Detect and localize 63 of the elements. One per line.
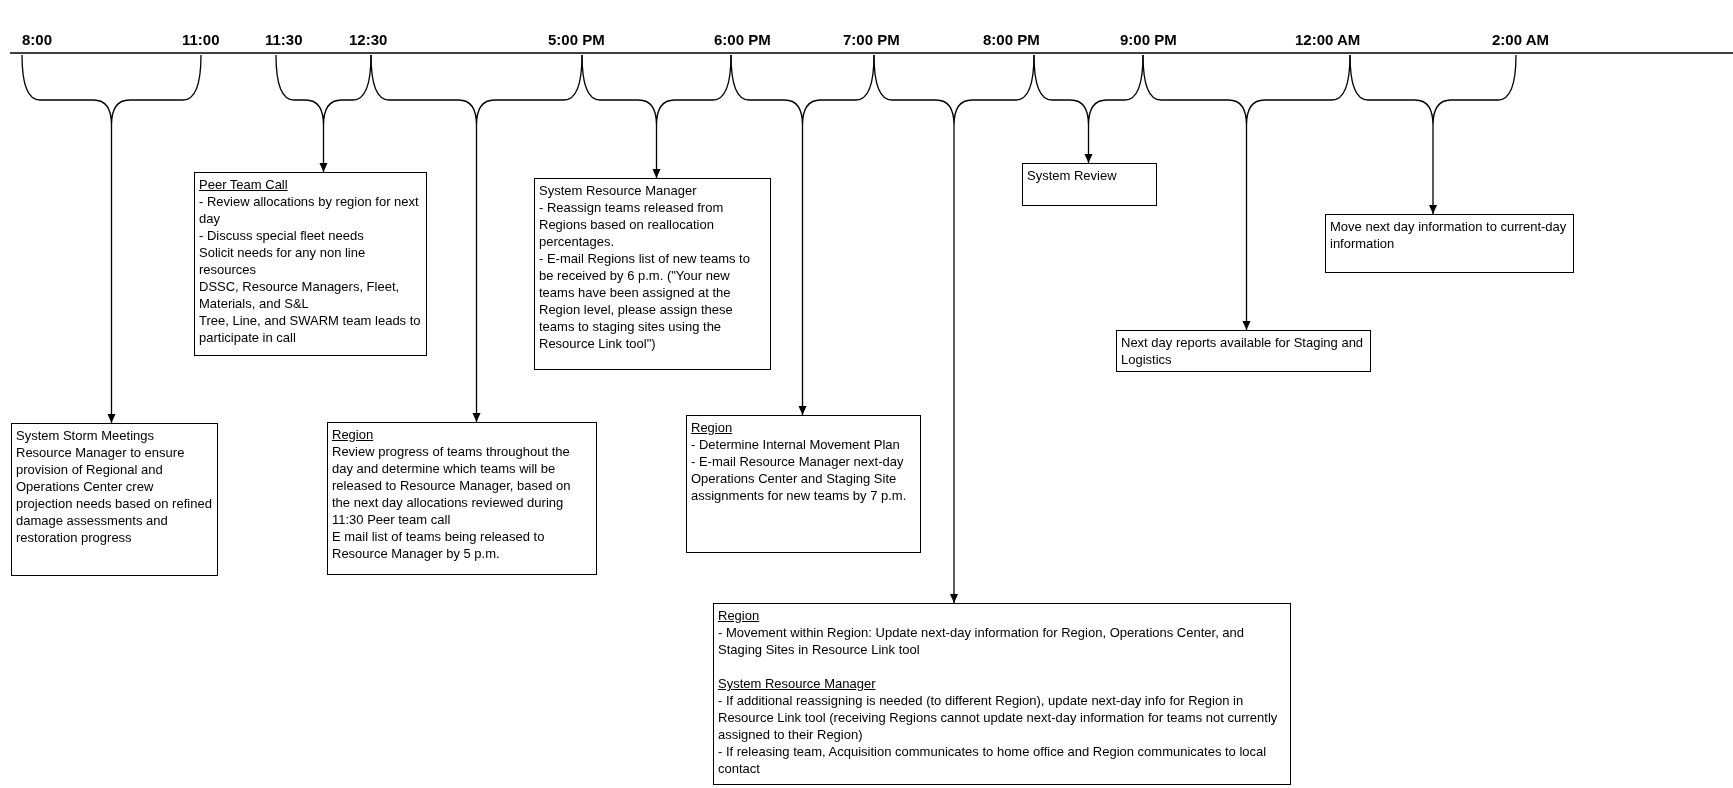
arrow [1429, 124, 1437, 215]
arrow [472, 124, 481, 423]
box-text: Tree, Line, and SWARM team leads to participate in call [199, 312, 422, 346]
arrow [107, 124, 116, 424]
box-text: - E-mail Resource Manager next-day Operations Center and Staging Site assignments for new teams by 7 p.m. [691, 453, 908, 504]
box-text: - Reassign teams released from Regions based on reallocation percentages. [539, 199, 725, 250]
arrow [1084, 124, 1093, 164]
time-label: 12:30 [349, 31, 388, 48]
box-text: System Resource Manager [539, 182, 698, 199]
time-label: 5:00 PM [548, 31, 605, 48]
time-label: 12:00 AM [1295, 31, 1361, 48]
box-text: System Review [1027, 167, 1118, 184]
time-label: 8:00 [22, 31, 53, 48]
curly-brace [1143, 55, 1350, 125]
time-label: 11:00 [182, 31, 220, 48]
text-box [713, 603, 1291, 785]
curly-brace [1034, 55, 1143, 125]
box-text: - Determine Internal Movement Plan [691, 436, 901, 453]
text-box [194, 172, 427, 356]
box-text: - If additional reassigning is needed (to different Region), update next-day info for Region in Resource Link tool (receiving Regions cannot update next-day information for teams not currently assigned to their Region) [718, 692, 1279, 743]
curly-brace [731, 55, 874, 125]
time-label: 9:00 PM [1120, 31, 1177, 48]
box-text: DSSC, Resource Managers, Fleet, Materials, and S&L [199, 278, 401, 312]
box-heading: Peer Team Call [199, 176, 289, 193]
time-label: 11:30 [265, 31, 303, 48]
box-heading: System Resource Manager [718, 675, 877, 692]
box-text: - Review allocations by region for next day [199, 193, 420, 227]
curly-brace [1350, 55, 1516, 125]
time-label: 6:00 PM [714, 31, 771, 48]
text-box [534, 178, 771, 370]
text-box [327, 422, 597, 575]
box-text: - E-mail Regions list of new teams to be received by 6 p.m. ("Your new teams have been assigned at the Region level, please assign these teams to staging sites using the Resource Link tool") [539, 250, 751, 352]
box-text: - If releasing team, Acquisition communicates to home office and Region communicates to local contact [718, 743, 1268, 777]
time-label: 7:00 PM [843, 31, 900, 48]
time-label: 8:00 PM [983, 31, 1040, 48]
box-text: Move next day information to current-day information [1330, 218, 1568, 252]
curly-brace [276, 55, 371, 125]
text-box [1022, 163, 1157, 206]
curly-brace [22, 55, 201, 125]
box-heading: Region [691, 419, 734, 436]
arrow [950, 124, 958, 604]
text-box [1116, 330, 1371, 372]
text-box [686, 415, 921, 553]
text-box [11, 423, 218, 576]
box-text: Next day reports available for Staging and Logistics [1121, 334, 1365, 368]
arrow [319, 124, 328, 173]
time-label: 2:00 AM [1492, 31, 1549, 48]
box-text: Review progress of teams throughout the day and determine which teams will be released to Resource Manager, based on the next day allocations reviewed during 11:30 Peer team call [332, 443, 572, 528]
box-text: Solicit needs for any non line resources [199, 244, 367, 278]
box-heading: Region [718, 607, 761, 624]
curly-brace [582, 55, 731, 125]
curly-brace [371, 55, 582, 125]
box-heading: Region [332, 426, 375, 443]
curly-brace [874, 55, 1034, 125]
arrow [1242, 124, 1251, 331]
text-box [1325, 214, 1574, 273]
box-text: - Movement within Region: Update next-day information for Region, Operations Center, and Staging Sites in Resource Link tool [718, 624, 1246, 658]
box-text: Resource Manager to ensure provision of Regional and Operations Center crew projection needs based on refined damage assessments and restoration progress [16, 444, 213, 546]
box-text: System Storm Meetings [16, 427, 155, 444]
box-text: E mail list of teams being released to Resource Manager by 5 p.m. [332, 528, 546, 562]
arrow [652, 124, 661, 179]
arrow [798, 124, 807, 416]
box-text: - Discuss special fleet needs [199, 227, 365, 244]
